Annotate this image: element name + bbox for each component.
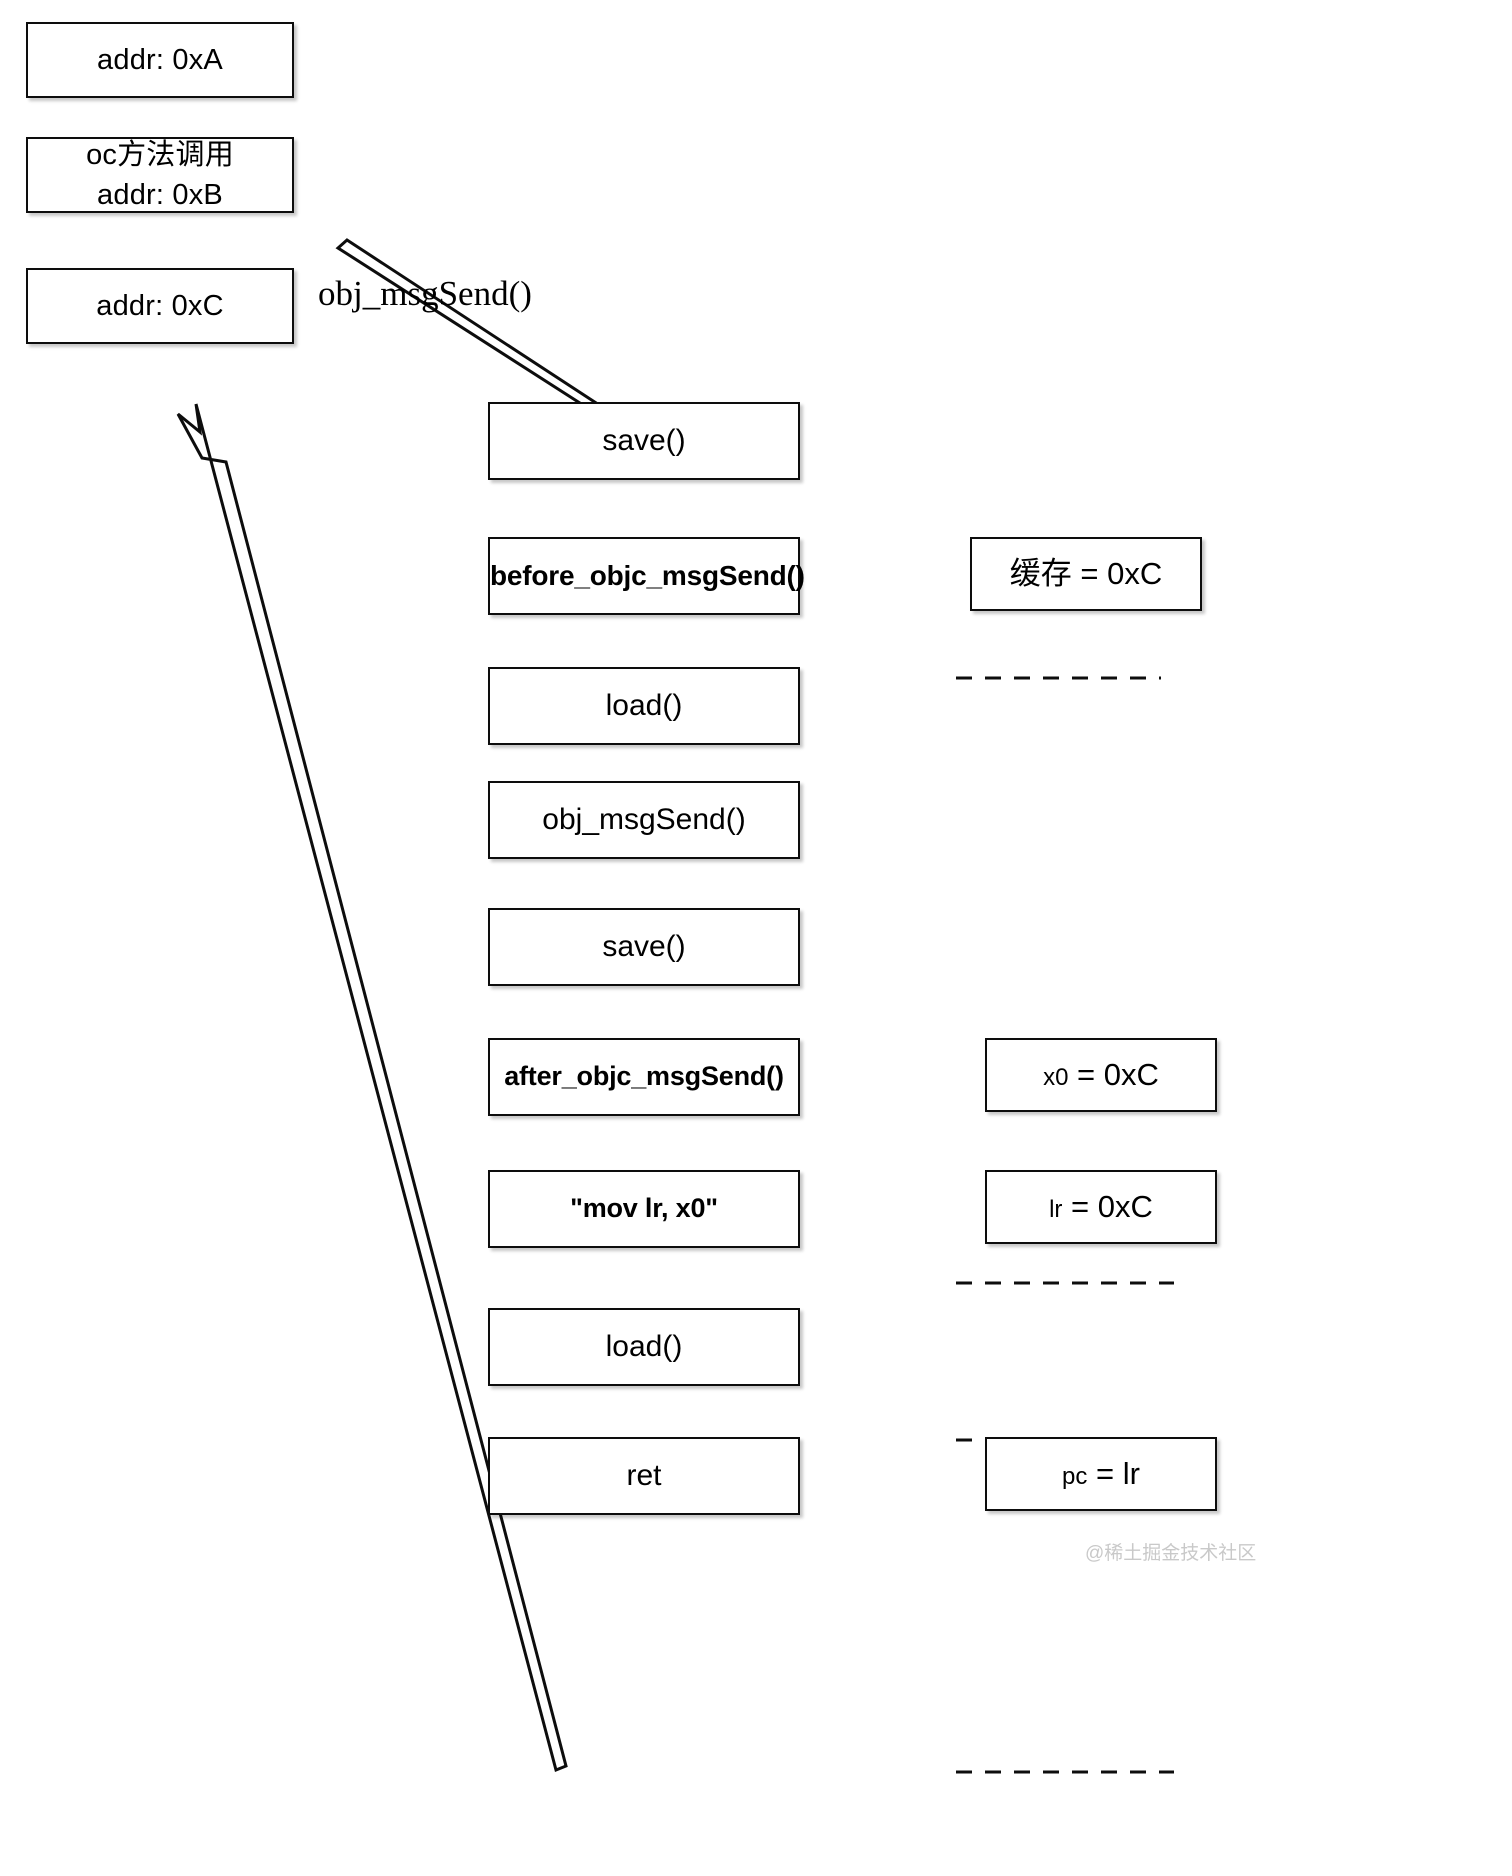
node-before-hook-label: before_objc_msgSend() [490,560,805,592]
cache-value: 0xC [1107,555,1163,591]
watermark: @稀土掘金技术社区 [1085,1543,1257,1564]
node-load-2[interactable]: load() [488,1308,800,1386]
lr-prefix: lr [1049,1195,1063,1223]
node-addr-b-title: oc方法调用 [86,138,234,171]
node-addr-a-label: addr: 0xA [97,43,223,76]
node-after-hook[interactable]: after_objc_msgSend() [488,1038,800,1116]
node-save-2[interactable]: save() [488,908,800,986]
node-mov-lr[interactable]: "mov lr, x0" [488,1170,800,1248]
node-load-2-label: load() [605,1330,683,1364]
node-before-hook[interactable]: before_objc_msgSend() [488,537,805,615]
node-addr-b[interactable]: oc方法调用 addr: 0xB [26,137,294,213]
lr-value: 0xC [1097,1188,1153,1224]
call-edge-label: obj_msgSend() [318,274,532,313]
node-addr-c[interactable]: addr: 0xC [26,268,294,344]
node-x0-val-label: x0 = 0xC [987,1057,1215,1094]
node-ret-label: ret [626,1459,662,1493]
node-lr-val[interactable]: lr = 0xC [985,1170,1217,1244]
pc-prefix: pc [1062,1462,1088,1490]
cache-prefix: 缓存 [1009,555,1072,591]
node-load-1-label: load() [605,689,683,723]
node-save-1[interactable]: save() [488,402,800,480]
x0-prefix: x0 [1043,1063,1069,1091]
node-cache-val-label: 缓存 = 0xC [972,556,1200,593]
node-msgsend-label: obj_msgSend() [542,803,746,837]
lr-equals: = [1071,1188,1090,1224]
node-save-2-label: save() [602,930,686,964]
pc-equals: = [1096,1455,1115,1491]
node-load-1[interactable]: load() [488,667,800,745]
node-x0-val[interactable]: x0 = 0xC [985,1038,1217,1112]
node-cache-val[interactable]: 缓存 = 0xC [970,537,1202,611]
node-lr-val-label: lr = 0xC [987,1189,1215,1226]
node-pc-val-label: pc = lr [987,1456,1215,1493]
cache-equals: = [1080,555,1099,591]
x0-value: 0xC [1103,1056,1159,1092]
node-msgsend[interactable]: obj_msgSend() [488,781,800,859]
pc-value: lr [1122,1455,1140,1491]
node-addr-c-label: addr: 0xC [96,289,224,322]
node-ret[interactable]: ret [488,1437,800,1515]
node-addr-b-addr: addr: 0xB [97,179,223,211]
node-save-1-label: save() [602,424,686,458]
node-pc-val[interactable]: pc = lr [985,1437,1217,1511]
node-addr-a[interactable]: addr: 0xA [26,22,294,98]
node-after-hook-label: after_objc_msgSend() [504,1061,784,1092]
x0-equals: = [1077,1056,1096,1092]
node-mov-lr-label: "mov lr, x0" [570,1193,718,1224]
